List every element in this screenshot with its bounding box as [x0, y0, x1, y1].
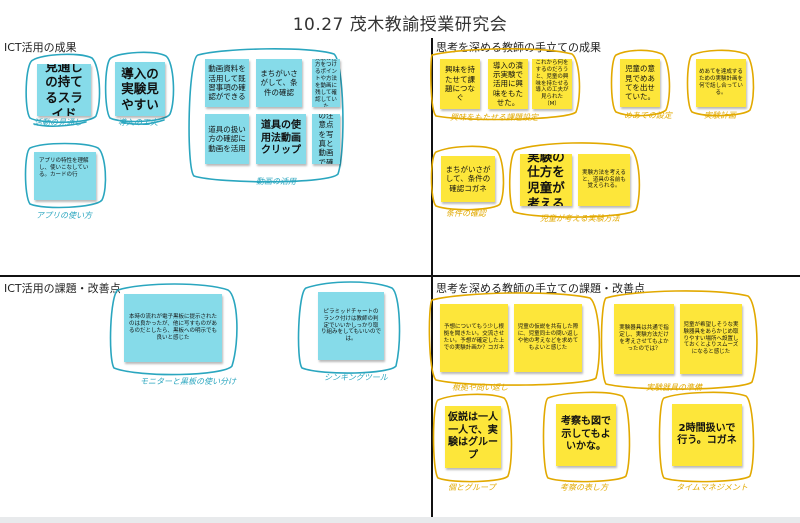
- handwritten-label: 興味をもたせる課題設定: [450, 113, 538, 122]
- handwritten-label: 条件の確認: [446, 209, 486, 218]
- sticky-note-blue[interactable]: ピラミッドチャートのランク付けは教師の判定でいいかしっかり取り組みをしてもいいの…: [318, 292, 384, 360]
- sticky-note-yellow[interactable]: 考察も図で示してもよいかな。: [556, 404, 616, 466]
- handwritten-label: アプリの使い方: [36, 211, 92, 220]
- sticky-note-blue[interactable]: 実験の仕方をつけるポイントや方法を動画に残して確認していた: [312, 59, 340, 107]
- board-title: 10.27 茂木教諭授業研究会: [292, 15, 508, 35]
- handwritten-label: 考察の表し方: [560, 483, 608, 492]
- sticky-note-yellow[interactable]: 児童の仮説を共有した際に、児童同士の問い返しや他の考えなどを求めてもよいと感じた: [514, 304, 582, 372]
- sticky-note-yellow[interactable]: 児童が希望しそうな実験器具をあらかじめ取りやすい場所へ設置しておくとよりスムーズ…: [680, 304, 742, 374]
- sticky-note-yellow[interactable]: 予想についてもう少し根拠を聞きたい。交流させたい。予想が確定した上での実験計画か…: [440, 304, 508, 372]
- handwritten-label: タイムマネジメント: [676, 483, 748, 492]
- sticky-note-blue[interactable]: 実験の注意点を写真と動画で確認: [312, 114, 340, 164]
- sticky-note-yellow[interactable]: 興味を持たせて課題につなぐ: [440, 59, 480, 109]
- handwritten-label: 導入の工夫: [118, 118, 158, 127]
- sticky-note-yellow[interactable]: まちがいさがして、条件の確認コガネ: [441, 156, 495, 202]
- handwritten-label: 根拠や問い返し: [452, 383, 508, 392]
- quadrant-label-teacher-issues: 思考を深める教師の手立ての課題・改善点: [436, 282, 645, 295]
- handwritten-label: モニターと黒板の使い分け: [140, 377, 236, 386]
- handwritten-label: めあての設定: [624, 111, 672, 120]
- bottom-scrollbar[interactable]: [0, 517, 800, 523]
- sticky-note-blue[interactable]: 導入の実験見やすい: [115, 62, 165, 116]
- sticky-note-blue[interactable]: アプリの特性を理解し、使いこなしている。カードの行: [34, 152, 96, 200]
- handwritten-label: 実験器具の準備: [646, 383, 702, 392]
- sticky-note-yellow[interactable]: これから何をするのだろうと、児童の興味を持たせる導入の工夫が見られた（M）: [532, 59, 572, 109]
- handwritten-label: 児童が考える実験方法: [540, 214, 620, 223]
- sticky-note-blue[interactable]: まちがいさがして、条件の確認: [256, 59, 302, 107]
- sticky-note-yellow[interactable]: 児童の意見でめあてを出せていた。: [620, 59, 660, 107]
- quadrant-label-ict-issues: ICT活用の課題・改善点: [4, 282, 121, 295]
- sticky-note-blue[interactable]: 動画資料を活用して既習事項の確認ができる: [205, 59, 249, 107]
- sticky-note-yellow[interactable]: 実験の仕方を児童が考える: [520, 154, 572, 206]
- handwritten-label: シンキングツール: [324, 373, 388, 382]
- handwritten-label: 動画の活用: [256, 177, 296, 186]
- sticky-note-yellow[interactable]: 仮説は一人一人で、実験はグループ: [445, 406, 501, 468]
- handwritten-label: 実験計画: [704, 111, 736, 120]
- sticky-note-yellow[interactable]: めあてを達成するための実験計画を何で話し合っている。: [696, 59, 746, 107]
- sticky-note-blue[interactable]: 道具の扱い方の確認に動画を活用: [205, 114, 249, 164]
- sticky-note-yellow[interactable]: 実験器具は共通で指定し、実験方法だけを考えさせてもよかったのでは？: [614, 304, 674, 374]
- sticky-note-blue[interactable]: 本時の流れが電子黒板に提示されたのは良かったが、他に写すものがあるのだとしたら、…: [124, 294, 222, 362]
- quadrant-label-ict-results: ICT活用の成果: [4, 41, 77, 54]
- sticky-note-blue[interactable]: 道具の使用法動画クリップ: [256, 114, 306, 164]
- sticky-note-blue[interactable]: 見通しの持てるスライド: [37, 64, 91, 116]
- sticky-note-yellow[interactable]: 2時間扱いで行う。コガネ: [672, 404, 742, 466]
- sticky-note-yellow[interactable]: 導入の演示実験で活用に興味をもたせた。: [488, 59, 528, 109]
- handwritten-label: 個とグループ: [448, 483, 496, 492]
- quadrant-label-teacher-results: 思考を深める教師の手立ての成果: [436, 41, 601, 54]
- sticky-note-yellow[interactable]: 実験方法を考えると、道具の名前も覚えられる。: [578, 154, 630, 206]
- handwritten-label: 活動の見通し: [34, 118, 82, 127]
- vertical-divider: [431, 38, 433, 523]
- horizontal-divider: [0, 275, 800, 277]
